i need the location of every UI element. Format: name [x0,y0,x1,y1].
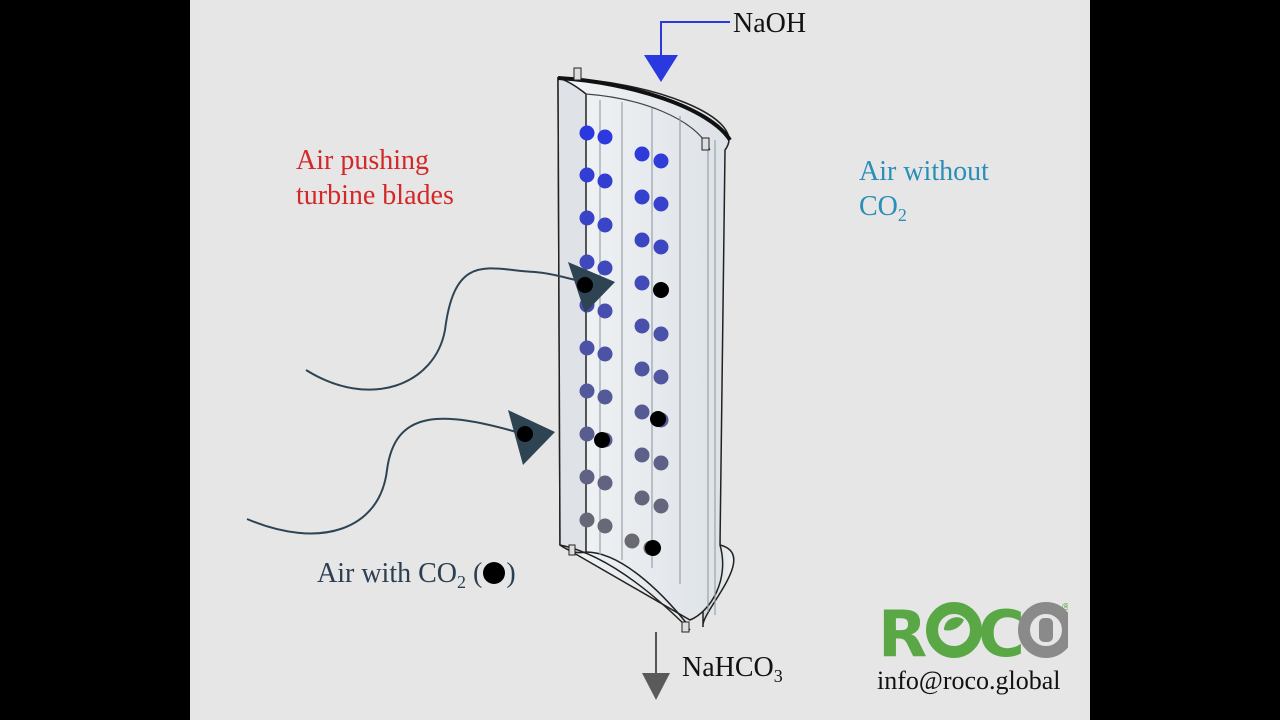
flask-icon [1039,618,1053,642]
naoh-droplet [579,254,595,270]
naoh-droplet [653,369,669,385]
naoh-droplet [634,232,650,248]
air-pushing-line1: Air pushing [296,145,429,176]
naoh-droplet [597,173,613,189]
roco-logo: R C ® [878,598,1068,664]
naoh-droplet [597,260,613,276]
turbine-blade-diagram [246,21,735,700]
air-flow-lines [246,267,596,535]
air-flow-lower [246,417,521,535]
air-with-open: ( [466,558,483,589]
naoh-droplet [624,533,640,549]
naoh-droplet [597,475,613,491]
naoh-droplet [634,361,650,377]
naoh-droplet [579,512,595,528]
top-pin [701,137,710,151]
nahco3-main: NaHCO [682,652,774,683]
co2-molecule [577,277,593,293]
logo-letter-c: C [978,598,1025,664]
logo-letter-o2 [1018,602,1068,658]
naoh-droplet [579,210,595,226]
naoh-droplet [597,389,613,405]
co2-molecule [517,426,533,442]
top-pin [573,67,582,81]
naoh-droplet [634,404,650,420]
naoh-droplet [634,189,650,205]
nahco3-outlet-arrow [642,632,670,700]
naoh-droplet [634,275,650,291]
naoh-droplet [634,490,650,506]
naoh-droplet [653,239,669,255]
naoh-droplet [634,447,650,463]
naoh-droplet [634,146,650,162]
naoh-droplet [597,217,613,233]
air-without-subscript: 2 [897,205,907,225]
registered-mark: ® [1061,602,1068,613]
naoh-droplet [653,196,669,212]
naoh-droplet [653,498,669,514]
naoh-inlet-arrow [644,21,730,82]
nahco3-subscript: 3 [773,666,783,686]
naoh-droplet [597,346,613,362]
diagram-canvas: NaOH Air pushing turbine blades Air with… [190,0,1090,720]
bottom-pin [681,621,690,633]
co2-molecule [653,282,669,298]
naoh-droplet [579,340,595,356]
co2-dot-icon [483,562,506,584]
logo-letter-o [926,602,982,658]
air-with-prefix: Air with CO [317,558,457,589]
naoh-droplet [579,469,595,485]
logo-letter-r: R [878,598,927,664]
air-pushing-line2: turbine blades [296,180,454,211]
contact-email: info@roco.global [877,666,1061,695]
co2-molecule [645,540,661,556]
air-without-co: CO [859,191,898,222]
naoh-droplets [579,125,669,556]
co2-molecule [594,432,610,448]
naoh-droplet [653,455,669,471]
air-with-subscript: 2 [457,572,466,592]
naoh-droplet [579,383,595,399]
naoh-droplet [579,167,595,183]
naoh-droplet [653,153,669,169]
air-pushing-label: Air pushing turbine blades [296,143,454,213]
bottom-pin [568,544,576,556]
air-with-co2-label: Air with CO2 () [317,556,516,591]
naoh-label: NaOH [733,8,807,39]
nahco3-label: NaHCO3 [682,650,783,685]
naoh-droplet [579,426,595,442]
naoh-droplet [579,125,595,141]
co2-molecules [517,277,669,556]
leaf-icon [944,617,964,631]
air-with-close: ) [506,558,516,589]
naoh-droplet [634,318,650,334]
naoh-droplet [597,129,613,145]
naoh-droplet [597,303,613,319]
naoh-droplet [653,326,669,342]
air-flow-upper [305,267,596,391]
air-without-line1: Air without [859,156,989,187]
naoh-droplet [597,518,613,534]
co2-molecule [650,411,666,427]
air-without-co2-label: Air without CO2 [859,154,989,224]
